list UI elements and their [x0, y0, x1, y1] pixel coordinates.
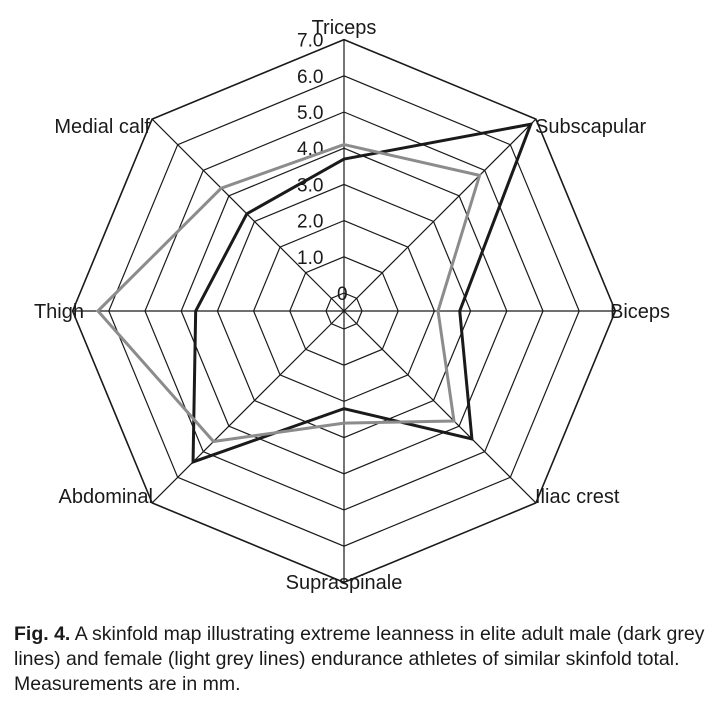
axis-label-supraspinale: Supraspinale	[286, 572, 403, 594]
tick-label-0: 0	[337, 284, 348, 305]
series-male-line	[191, 122, 534, 465]
radar-chart: 01.02.03.04.05.06.07.0 TricepsSubscapula…	[34, 17, 670, 594]
figure-caption: Fig. 4. A skinfold map illustrating extr…	[14, 622, 706, 697]
figure-label: Fig. 4.	[14, 623, 71, 645]
series-layer	[95, 122, 534, 465]
axis-label-subscapular: Subscapular	[535, 116, 647, 138]
radar-grid	[71, 38, 617, 584]
series-female-line	[95, 143, 482, 444]
tick-label-7: 7.0	[297, 31, 323, 52]
spoke-iliac-crest	[343, 310, 537, 504]
spoke-medial-calf	[151, 118, 345, 312]
axis-label-abdominal: Abdominal	[58, 486, 153, 508]
axis-label-triceps: Triceps	[312, 17, 377, 39]
tick-label-2: 2.0	[297, 212, 323, 233]
axis-label-medial-calf: Medial calf	[54, 116, 150, 138]
radial-tick-labels: 01.02.03.04.05.06.07.0	[297, 31, 348, 305]
axis-label-biceps: Biceps	[610, 301, 670, 323]
tick-label-6: 6.0	[297, 67, 323, 88]
tick-label-1: 1.0	[297, 248, 323, 269]
axis-label-iliac-crest: Iliac crest	[535, 486, 620, 508]
axis-label-thigh: Thigh	[34, 301, 84, 323]
spoke-subscapular	[343, 118, 537, 312]
spoke-abdominal	[151, 310, 345, 504]
tick-label-5: 5.0	[297, 103, 323, 124]
figure-caption-text: A skinfold map illustrating extreme lean…	[14, 623, 705, 695]
